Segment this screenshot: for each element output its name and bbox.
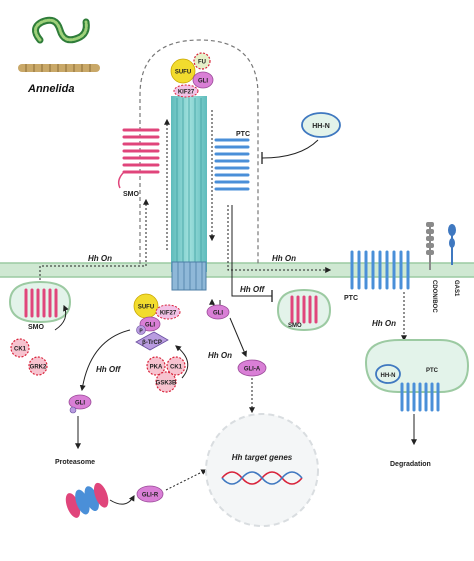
smo-label-internal: SMO xyxy=(288,323,302,329)
hh-off-label-left: Hh Off xyxy=(96,365,122,374)
tip-complex: FU SUFU GLI KIF27 xyxy=(170,52,214,98)
gas1-label: GAS1 xyxy=(453,280,459,297)
gli-label-base: GLI xyxy=(145,323,155,329)
gsk3b-label: GSK3B xyxy=(156,381,177,387)
annelid-segmented-worm-icon xyxy=(18,64,100,72)
ck1-label-center: CK1 xyxy=(170,365,183,371)
b-trcp-protein xyxy=(135,331,169,351)
proteasome-icon xyxy=(65,482,109,518)
hh-off-label-right: Hh Off xyxy=(240,285,266,294)
nucleus xyxy=(205,413,319,527)
hh-on-label-right: Hh On xyxy=(272,254,296,263)
ptc-label-membrane: PTC xyxy=(344,295,358,302)
sufu-label: SUFU xyxy=(175,70,191,76)
ptc-receptor-endosome xyxy=(400,382,440,412)
target-genes-label: Hh target genes xyxy=(232,453,293,462)
gli-a-protein xyxy=(237,359,267,377)
gli-label-free: GLI xyxy=(213,311,223,317)
ptc-label-endosome: PTC xyxy=(426,368,439,374)
hh-on-label-left: Hh On xyxy=(88,254,112,263)
degradation-label: Degradation xyxy=(390,461,431,468)
kif27-protein xyxy=(173,84,199,98)
ptc-receptor-membrane xyxy=(350,250,410,290)
smo-label-cilium: SMO xyxy=(123,191,140,198)
smo-receptor-vesicle xyxy=(8,280,72,324)
kif27-label: KIF27 xyxy=(178,90,195,96)
hh-on-label-center: Hh On xyxy=(208,351,232,360)
phosphate-marker-small xyxy=(69,406,77,414)
ptc-label-cilium: PTC xyxy=(236,131,250,138)
smo-label-membrane: SMO xyxy=(28,324,45,331)
gas1-receptor xyxy=(448,224,456,265)
smo-receptor-cilium xyxy=(117,128,160,189)
ck1-label-left: CK1 xyxy=(14,347,27,353)
cilium-outline xyxy=(139,39,259,264)
organism-label: Annelida xyxy=(27,83,74,95)
hh-on-label-ptc: Hh On xyxy=(372,319,396,328)
gli-protein xyxy=(192,71,214,89)
b-trcp-label: β-TrCP xyxy=(142,340,162,346)
base-complex: SUFU KIF27 GLI P β-TrCP xyxy=(133,293,181,351)
basal-body xyxy=(171,261,207,291)
gli-r-protein xyxy=(136,485,164,503)
gli-a-label: GLI-A xyxy=(244,367,261,373)
sufu-label-base: SUFU xyxy=(138,305,154,311)
fu-protein xyxy=(193,52,211,70)
cdon-boc-label: CDON/BOC xyxy=(431,280,437,313)
gsk3b-kinase xyxy=(155,371,177,393)
proteasome-label: Proteasome xyxy=(55,459,95,466)
sufu-protein xyxy=(170,58,196,84)
ck1-kinase-left xyxy=(10,338,30,358)
gli-label-phospho: GLI xyxy=(75,401,85,407)
ptc-receptor-cilium xyxy=(214,138,250,191)
gli-protein-phospho xyxy=(68,394,92,410)
hh-n-label: HH-N xyxy=(312,123,330,130)
hh-n-ligand-endosome xyxy=(375,364,401,384)
gli-label: GLI xyxy=(198,79,208,85)
kif27-label-base: KIF27 xyxy=(160,311,177,317)
hh-n-label-endosome: HH-N xyxy=(381,373,396,379)
pka-label: PKA xyxy=(150,365,163,371)
annelid-worm-icon xyxy=(32,16,90,44)
grk2-kinase xyxy=(28,356,48,376)
phosphate-marker xyxy=(136,325,146,335)
gli-protein-free xyxy=(206,304,230,320)
gli-r-label: GLI-R xyxy=(142,493,159,499)
ck1-kinase-center xyxy=(166,356,186,376)
phosphate-label: P xyxy=(139,329,143,335)
fu-label: FU xyxy=(198,60,206,66)
cdon-boc-receptor xyxy=(426,222,434,270)
kif27-protein-base xyxy=(155,304,181,320)
grk2-label: GRK2 xyxy=(30,365,47,371)
pka-kinase xyxy=(146,356,166,376)
hh-n-ligand xyxy=(301,112,341,138)
dna-helix-icon xyxy=(221,471,303,485)
smo-receptor-internal xyxy=(276,288,332,332)
